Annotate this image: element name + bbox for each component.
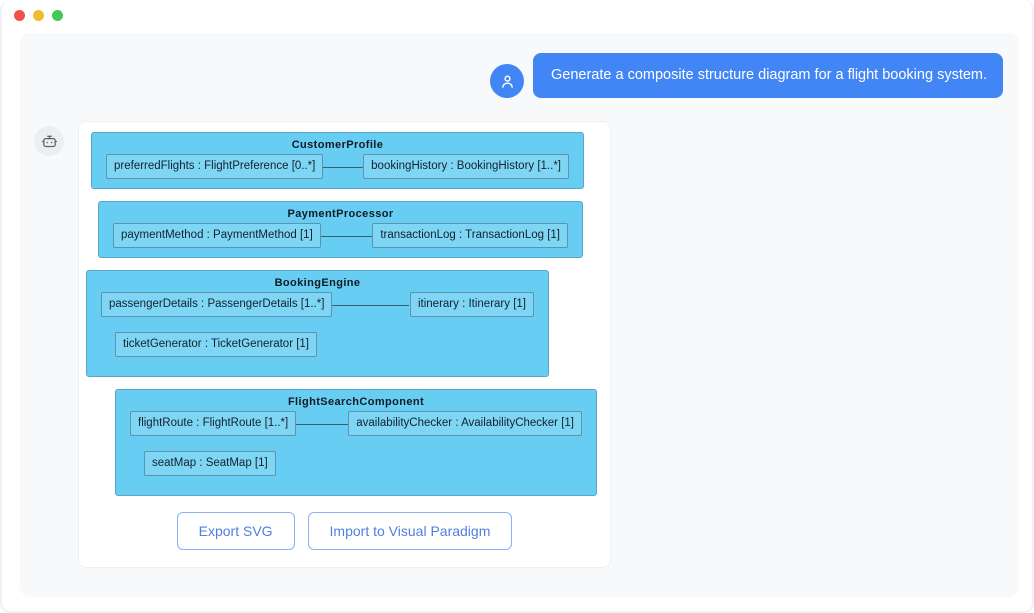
port-connector [307,167,377,168]
port-row: preferredFlights : FlightPreference [0..… [92,154,583,188]
user-avatar [490,64,524,98]
diagram-action-bar: Export SVG Import to Visual Paradigm [90,512,599,550]
chat-content-panel: Generate a composite structure diagram f… [20,33,1019,597]
port-transaction-log[interactable]: transactionLog : TransactionLog [1] [372,223,568,248]
import-visual-paradigm-button[interactable]: Import to Visual Paradigm [307,512,513,550]
port-payment-method[interactable]: paymentMethod : PaymentMethod [1] [113,223,321,248]
component-customer-profile[interactable]: CustomerProfile preferredFlights : Fligh… [91,132,584,189]
component-title: PaymentProcessor [287,208,394,220]
port-row: passengerDetails : PassengerDetails [1..… [87,292,548,326]
component-title: FlightSearchComponent [287,396,425,408]
export-svg-button[interactable]: Export SVG [176,512,295,550]
port-ticket-generator[interactable]: ticketGenerator : TicketGenerator [1] [115,332,317,357]
window-titlebar [2,0,1032,31]
composite-structure-diagram: CustomerProfile preferredFlights : Fligh… [86,132,601,496]
port-flight-route[interactable]: flightRoute : FlightRoute [1..*] [130,411,297,436]
port-booking-history[interactable]: bookingHistory : BookingHistory [1..*] [363,154,569,179]
port-connector [288,424,358,425]
port-availability-checker[interactable]: availabilityChecker : AvailabilityChecke… [348,411,582,436]
port-row: seatMap : SeatMap [1] [116,445,596,487]
maximize-window-button[interactable] [52,10,63,21]
diagram-answer-card: CustomerProfile preferredFlights : Fligh… [78,121,611,568]
component-title: CustomerProfile [291,139,384,151]
user-icon [501,75,513,88]
component-payment-processor[interactable]: PaymentProcessor paymentMethod : Payment… [98,201,583,258]
port-preferred-flights[interactable]: preferredFlights : FlightPreference [0..… [106,154,324,179]
port-row: paymentMethod : PaymentMethod [1] transa… [99,223,582,257]
port-seat-map[interactable]: seatMap : SeatMap [1] [144,451,276,476]
port-passenger-details[interactable]: passengerDetails : PassengerDetails [1..… [101,292,333,317]
port-row: ticketGenerator : TicketGenerator [1] [87,326,548,368]
minimize-window-button[interactable] [33,10,44,21]
port-row: flightRoute : FlightRoute [1..*] availab… [116,411,596,445]
close-window-button[interactable] [14,10,25,21]
component-booking-engine[interactable]: BookingEngine passengerDetails : Passeng… [86,270,549,377]
component-title: BookingEngine [274,277,361,289]
user-message-bubble: Generate a composite structure diagram f… [533,53,1003,98]
robot-icon [41,135,57,147]
port-connector [306,236,378,237]
component-flight-search[interactable]: FlightSearchComponent flightRoute : Flig… [115,389,597,496]
assistant-avatar [34,126,64,156]
user-message-row: Generate a composite structure diagram f… [490,53,1003,98]
port-itinerary[interactable]: itinerary : Itinerary [1] [409,292,534,317]
assistant-message-row: CustomerProfile preferredFlights : Fligh… [34,121,611,568]
port-connector [315,305,409,306]
